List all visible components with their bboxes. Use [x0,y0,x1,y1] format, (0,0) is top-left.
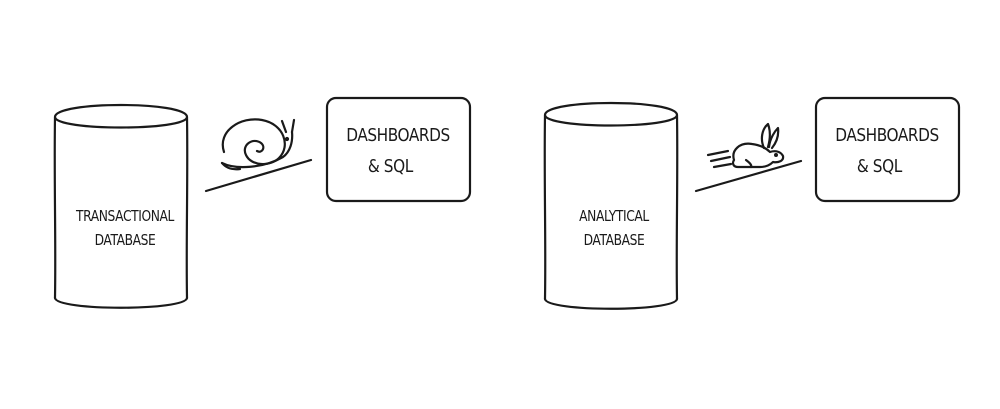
dashboards-label-left-line1: DASHBOARDS [346,125,450,146]
transactional-database-line2: DATABASE [94,231,156,249]
snail-icon [220,118,296,171]
dashboards-label-right: DASHBOARDS & SQL [819,120,955,182]
transactional-database-line1: TRANSACTIONAL [76,207,174,225]
transactional-database-label: TRANSACTIONAL DATABASE [59,204,190,252]
dashboards-box-right [814,96,961,203]
dashboards-label-left-line2: & SQL [367,156,413,177]
analytical-database-label: ANALYTICAL DATABASE [548,204,679,252]
dashboards-label-left: DASHBOARDS & SQL [330,120,466,182]
dashboards-label-right-line2: & SQL [856,156,902,177]
dashboards-box-left [325,96,472,203]
rabbit-icon [706,122,785,169]
transactional-database-cylinder [53,103,189,309]
slow-ground-line [204,158,313,193]
analytical-database-line2: DATABASE [583,231,645,249]
fast-ground-line [694,159,803,193]
analytical-database-cylinder [543,101,679,310]
dashboards-label-right-line1: DASHBOARDS [835,125,939,146]
analytical-database-line1: ANALYTICAL [579,207,649,225]
